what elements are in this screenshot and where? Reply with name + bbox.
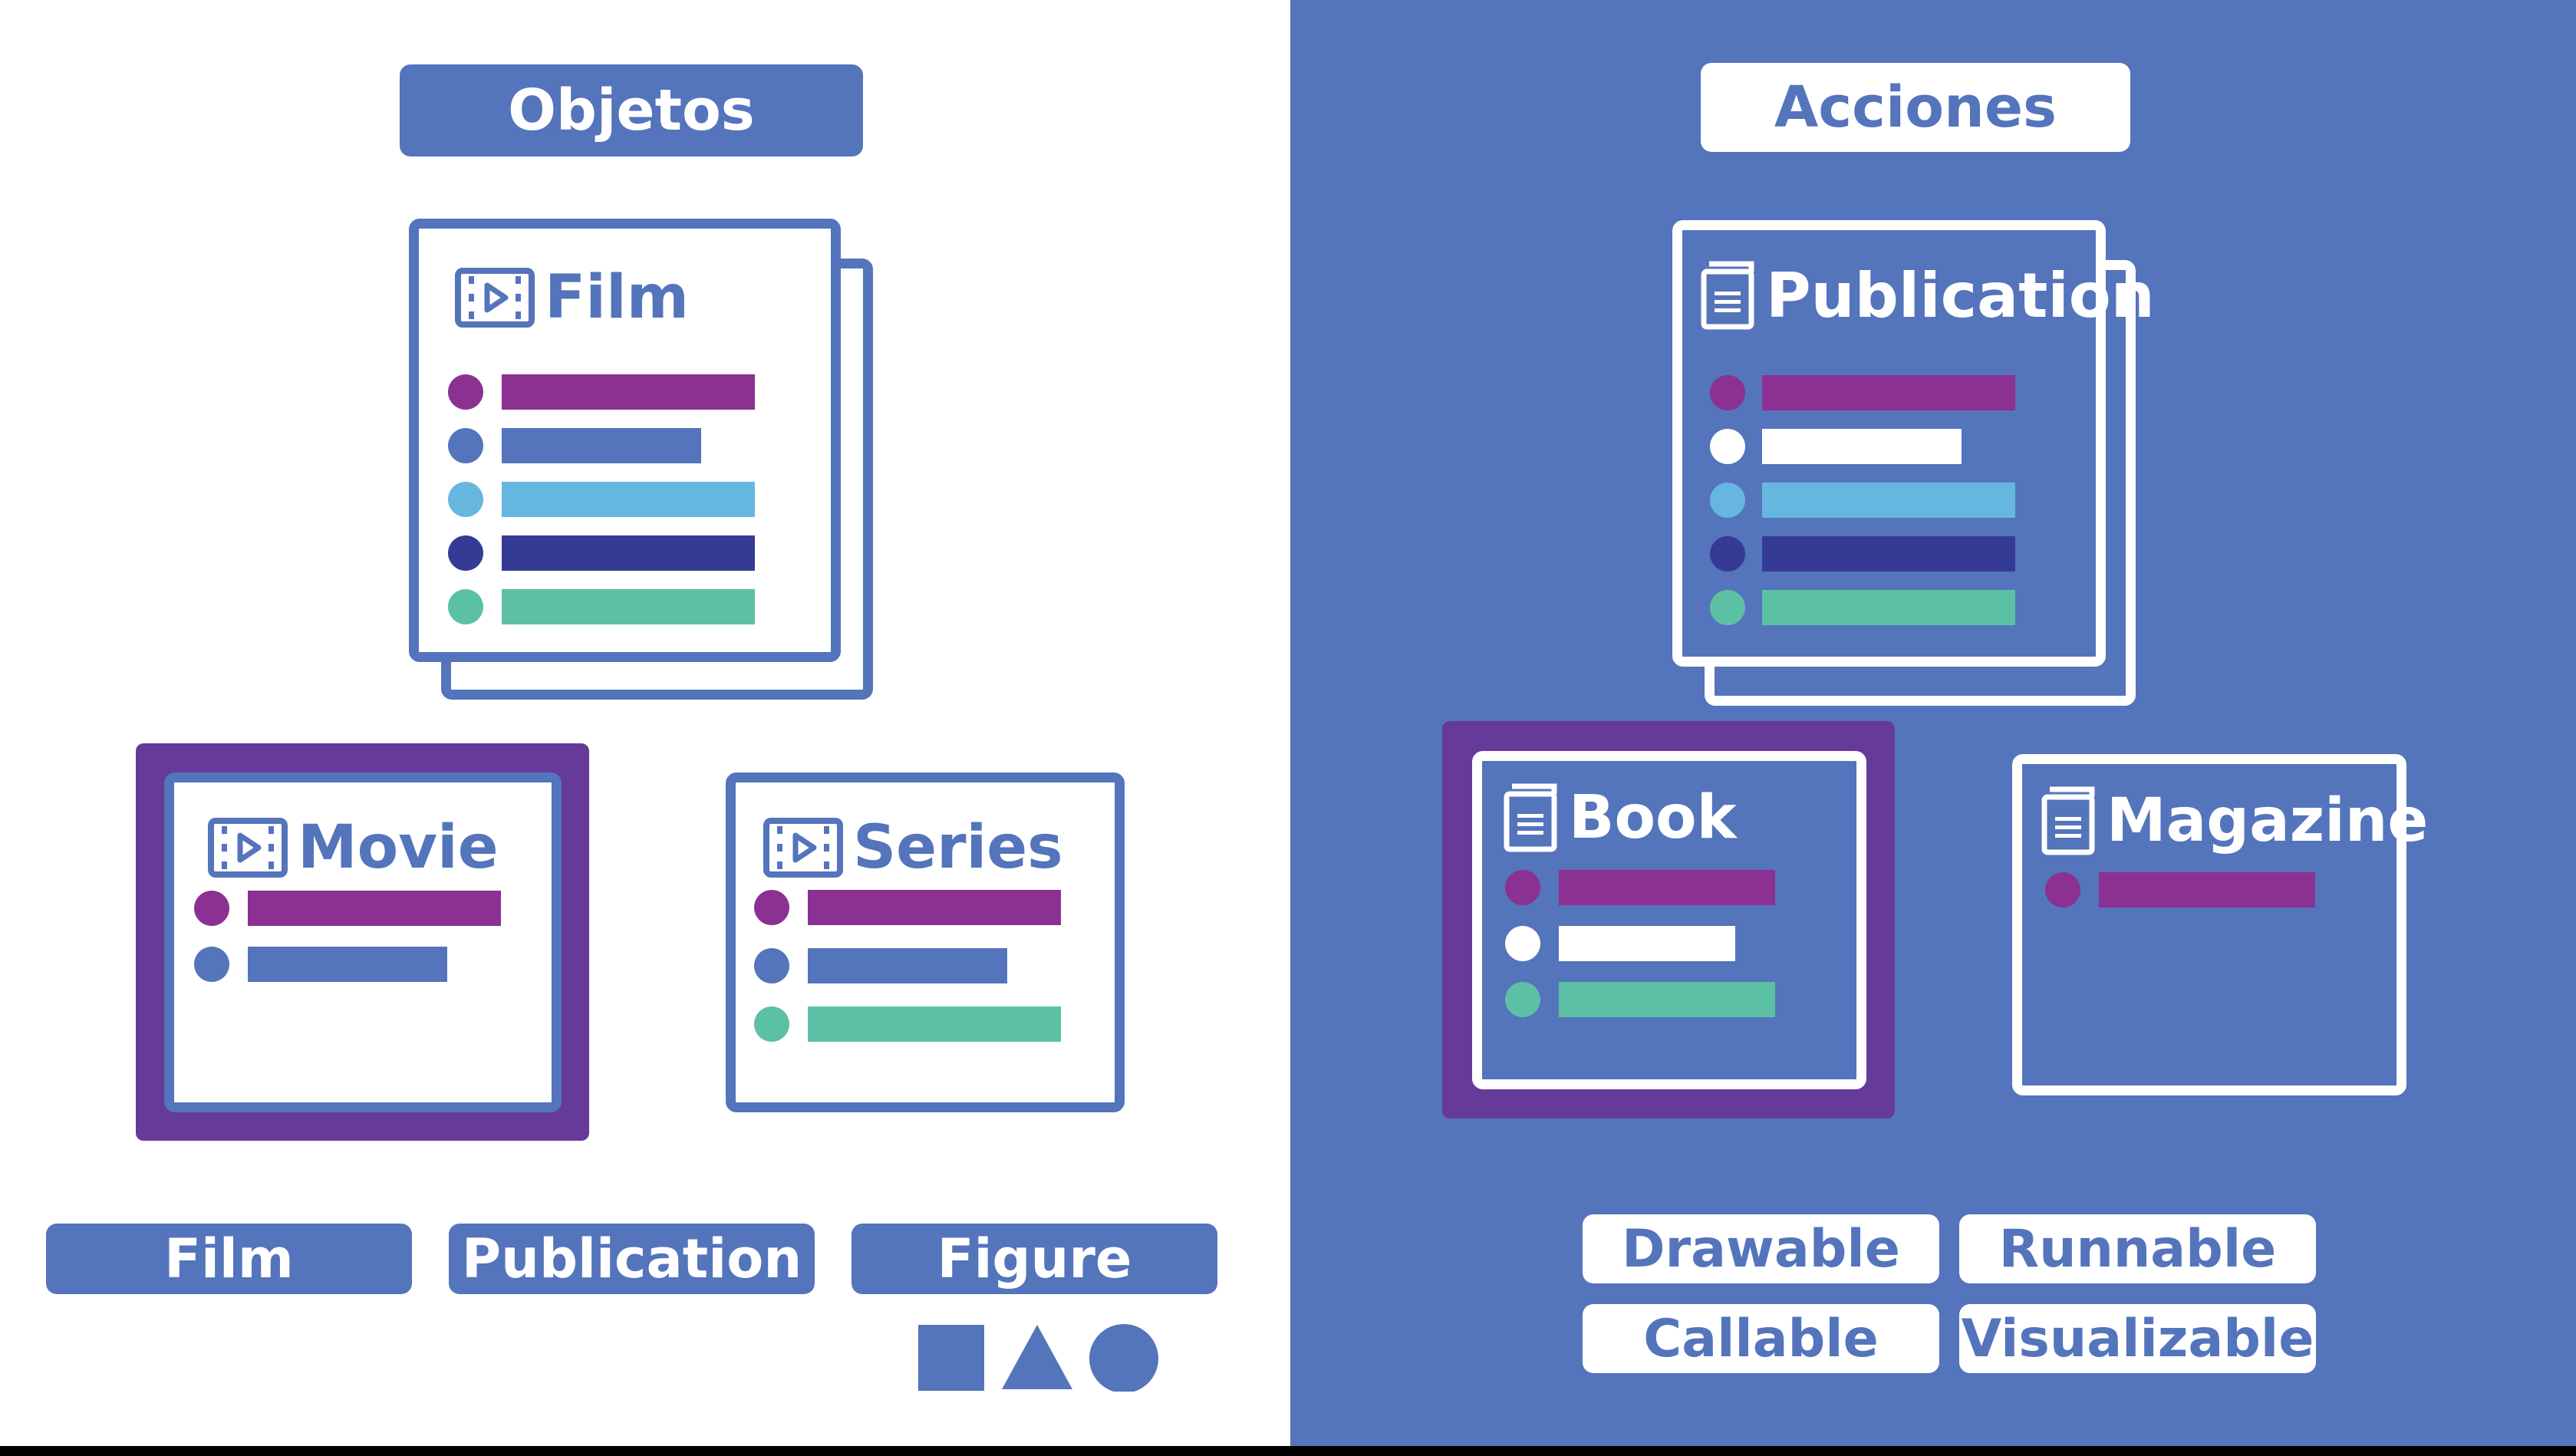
movie-card-title: Movie	[207, 809, 499, 886]
film-card-title: Film	[454, 259, 689, 336]
attribute-dot	[2045, 872, 2080, 908]
actions-header: Acciones	[1701, 63, 2130, 152]
tag-drawable-label: Drawable	[1622, 1218, 1900, 1280]
film-icon	[763, 818, 843, 878]
publication-card: Publication	[1672, 220, 2155, 667]
film-card: Film	[409, 219, 841, 662]
attribute-dot	[448, 482, 483, 517]
tag-drawable: Drawable	[1583, 1214, 1939, 1283]
film-icon	[208, 818, 288, 878]
square-icon	[918, 1325, 984, 1391]
attribute-dot	[1505, 870, 1540, 905]
tag-runnable-label: Runnable	[1998, 1218, 2277, 1280]
attribute-bar	[1762, 429, 1962, 464]
tag-callable-label: Callable	[1643, 1308, 1879, 1369]
attribute-bar	[502, 589, 755, 624]
attribute-bar	[1559, 870, 1775, 905]
attribute-dot	[1710, 483, 1745, 518]
series-card-label: Series	[853, 813, 1063, 882]
attribute-bar	[248, 891, 501, 926]
attribute-bar	[1559, 982, 1775, 1017]
book-card-title: Book	[1503, 776, 1737, 860]
tag-visualizable: Visualizable	[1959, 1304, 2316, 1373]
attribute-bar	[502, 482, 755, 517]
objects-header-label: Objetos	[508, 77, 755, 143]
attribute-bar	[1762, 483, 2015, 518]
attribute-dot	[194, 891, 229, 926]
attribute-bar	[248, 947, 447, 982]
tag-callable: Callable	[1583, 1304, 1939, 1373]
attribute-bar	[1762, 536, 2015, 572]
actions-header-label: Acciones	[1774, 74, 2057, 140]
attribute-dot	[448, 535, 483, 571]
magazine-card: Magazine	[2012, 754, 2428, 1095]
attribute-bar	[2099, 872, 2315, 908]
publication-card-label: Publication	[1766, 259, 2155, 331]
tag-visualizable-label: Visualizable	[1961, 1308, 2314, 1369]
attribute-dot	[1710, 375, 1745, 410]
attribute-bar	[1762, 590, 2015, 625]
attribute-dot	[754, 948, 789, 983]
attribute-dot	[1505, 982, 1540, 1017]
circle-icon	[1089, 1324, 1158, 1392]
attribute-bar	[1559, 926, 1735, 961]
attribute-dot	[1505, 926, 1540, 961]
tag-runnable: Runnable	[1959, 1214, 2316, 1283]
attribute-bar	[502, 535, 755, 571]
tag-publication: Publication	[449, 1224, 815, 1294]
attribute-bar	[808, 1006, 1061, 1042]
movie-card-label: Movie	[298, 813, 499, 882]
series-card: Series	[726, 772, 1125, 1112]
attribute-bar	[808, 948, 1007, 983]
attribute-dot	[754, 890, 789, 925]
movie-card: Movie	[164, 772, 562, 1112]
attribute-dot	[1710, 536, 1745, 572]
magazine-card-title: Magazine	[2041, 779, 2428, 863]
objects-panel: Objetos Film	[0, 0, 1290, 1446]
tag-film-label: Film	[164, 1227, 294, 1290]
attribute-dot	[194, 947, 229, 982]
document-icon	[1504, 783, 1557, 852]
book-card: Book	[1472, 751, 1866, 1089]
attribute-dot	[448, 428, 483, 463]
attribute-dot	[1710, 429, 1745, 464]
book-card-label: Book	[1569, 783, 1737, 852]
series-card-title: Series	[763, 809, 1063, 886]
attribute-bar	[502, 374, 755, 410]
attribute-bar	[808, 890, 1061, 925]
attribute-dot	[448, 589, 483, 624]
tag-figure: Figure	[852, 1224, 1217, 1294]
attribute-dot	[1710, 590, 1745, 625]
document-icon	[2041, 786, 2095, 855]
magazine-card-label: Magazine	[2107, 786, 2429, 855]
attribute-dot	[448, 374, 483, 410]
triangle-icon	[1002, 1325, 1072, 1389]
document-icon	[1701, 261, 1754, 330]
tag-film: Film	[46, 1224, 412, 1294]
attribute-bar	[502, 428, 701, 463]
figure-shapes	[918, 1324, 1158, 1392]
tag-publication-label: Publication	[461, 1227, 802, 1290]
objects-header: Objetos	[400, 64, 863, 156]
publication-card-title: Publication	[1700, 249, 2155, 341]
film-icon	[455, 268, 535, 328]
attribute-dot	[754, 1006, 789, 1042]
film-card-label: Film	[545, 263, 690, 332]
attribute-bar	[1762, 375, 2015, 410]
tag-figure-label: Figure	[937, 1227, 1132, 1290]
actions-panel: Acciones Publication	[1290, 0, 2576, 1446]
